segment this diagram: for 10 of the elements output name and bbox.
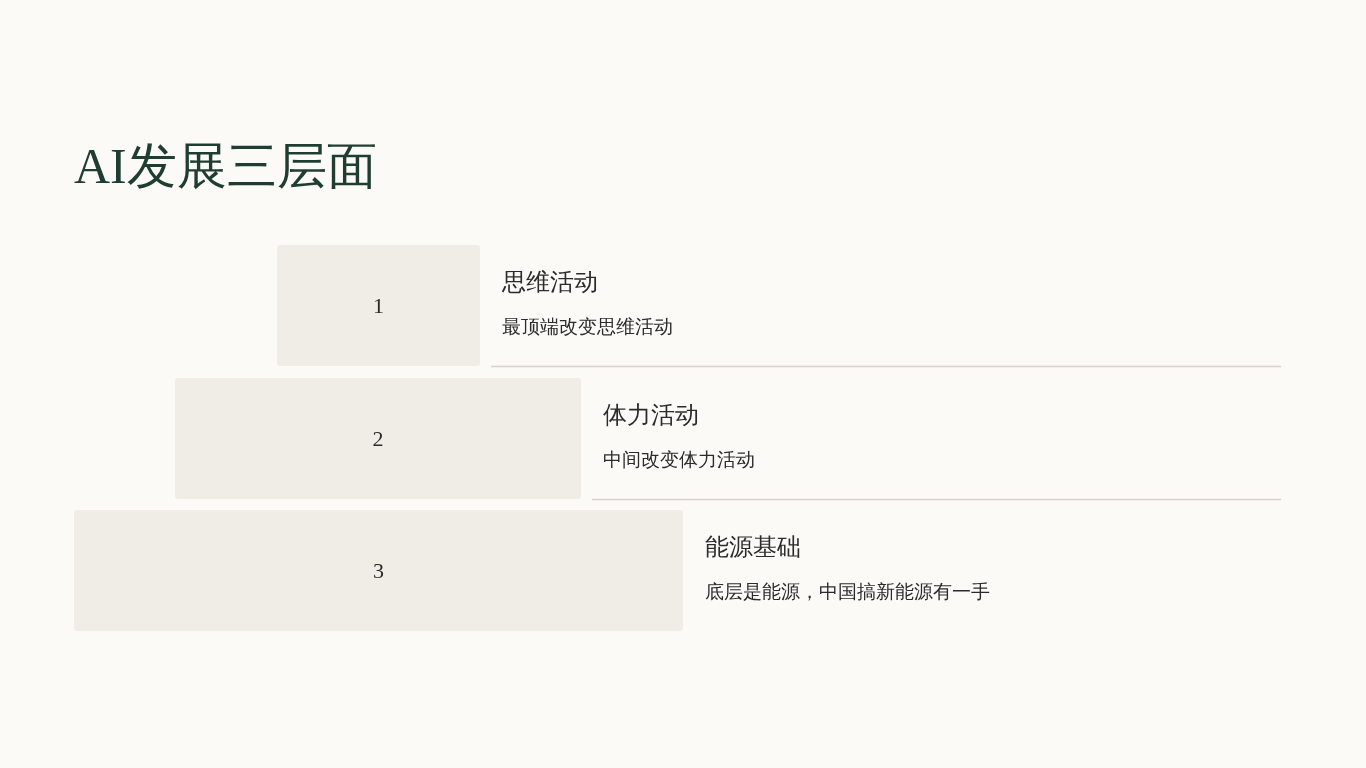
step-heading: 能源基础	[705, 532, 801, 562]
step-description: 中间改变体力活动	[603, 448, 755, 472]
step-description: 最顶端改变思维活动	[502, 315, 673, 339]
step-description: 底层是能源，中国搞新能源有一手	[705, 580, 990, 604]
step-heading: 体力活动	[603, 400, 699, 430]
step-number: 2	[372, 425, 384, 452]
step-number: 3	[373, 557, 384, 584]
step-number: 1	[373, 292, 384, 319]
step-heading: 思维活动	[502, 267, 598, 297]
slide-title: AI发展三层面	[74, 137, 377, 196]
